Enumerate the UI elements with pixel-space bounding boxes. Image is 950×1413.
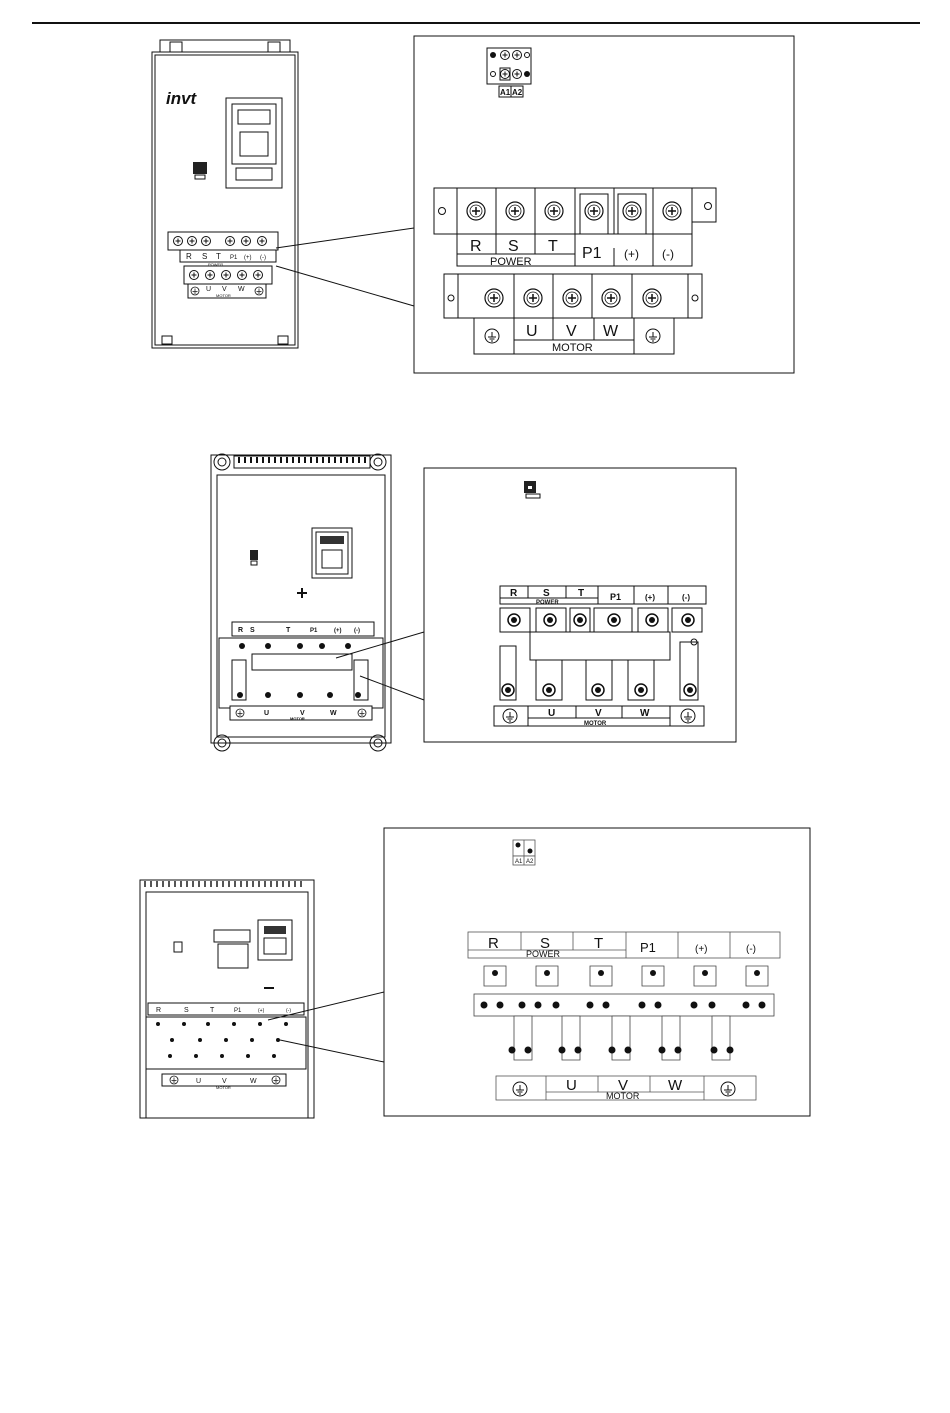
- fig2-power-terminal: R S T P1 (+) (-) POWER: [500, 586, 706, 632]
- fig3-body-u: U: [196, 1078, 201, 1085]
- fig1-motor-terminal: U V W MOTOR: [444, 274, 702, 354]
- fig1-relay-a1: A1: [500, 88, 511, 97]
- fig2-label-plus: (+): [645, 593, 655, 602]
- fig1-body-r: R: [186, 252, 192, 261]
- fig3-drive-body: R S T P1 (+) (-): [140, 880, 314, 1118]
- fig1-relay-a2: A2: [512, 88, 523, 97]
- fig2-body-motor-label: MOTOR: [290, 716, 305, 721]
- fig1-power-terminal: R S T P1 (+) (-) POWER: [434, 188, 716, 268]
- fig3-label-motor: MOTOR: [606, 1091, 640, 1101]
- fig1-body-u: U: [206, 286, 211, 293]
- fig3-body-minus: (-): [286, 1008, 291, 1014]
- fig1-body-p1: P1: [230, 255, 238, 261]
- fig3-motor-terminal: U V W MOTOR: [496, 1016, 756, 1101]
- fig2-label-s: S: [543, 588, 550, 599]
- fig2-label-v: V: [595, 708, 602, 719]
- fig3-label-minus: (-): [746, 944, 756, 955]
- fig2-label-r: R: [510, 588, 518, 599]
- fig3-detail-box: A1 A2 R S T P1 (+) (-): [384, 828, 810, 1116]
- fig1-label-minus: (-): [662, 247, 674, 261]
- fig3-body-v: V: [222, 1078, 227, 1085]
- fig2-label-motor: MOTOR: [584, 721, 607, 727]
- fig2-body-u: U: [264, 710, 269, 717]
- fig3-body-s: S: [184, 1007, 189, 1014]
- fig3-relay-terminal: A1 A2: [513, 840, 535, 865]
- fig3-body-w: W: [250, 1078, 257, 1085]
- fig3-power-terminal: R S T P1 (+) (-) POWER: [468, 932, 780, 1016]
- fig1-label-s: S: [508, 238, 519, 255]
- fig1-body-v: V: [222, 286, 227, 293]
- fig1-label-r: R: [470, 238, 482, 255]
- fig3-label-w: W: [668, 1077, 683, 1094]
- fig2-label-power: POWER: [536, 600, 559, 606]
- fig1-label-power: POWER: [490, 256, 532, 268]
- fig1-relay-terminal: A1 A2: [487, 48, 531, 97]
- fig1-body-motor-label: MOTOR: [216, 293, 231, 298]
- fig2-body-t: T: [286, 627, 291, 634]
- fig3-label-plus: (+): [695, 944, 708, 955]
- fig1-body-t: T: [216, 252, 221, 261]
- fig3-relay-a1: A1: [515, 859, 523, 865]
- fig1-drive-body: invt R S T: [152, 40, 298, 348]
- fig2-label-t: T: [578, 588, 584, 599]
- fig2-motor-terminal: U V W MOTOR: [494, 632, 704, 727]
- figure-2: R S T P1 (+) (-): [211, 454, 736, 751]
- fig3-body-p1: P1: [234, 1008, 242, 1014]
- fig2-label-minus: (-): [682, 593, 690, 602]
- fig2-body-p1: P1: [310, 628, 318, 634]
- fig3-label-u: U: [566, 1077, 577, 1094]
- fig1-body-minus: (-): [260, 255, 266, 261]
- fig3-label-power: POWER: [526, 949, 561, 959]
- fig1-body-s: S: [202, 252, 207, 261]
- fig2-body-s: S: [250, 627, 255, 634]
- fig1-label-t: T: [548, 238, 558, 255]
- fig1-body-plus: (+): [244, 255, 252, 261]
- fig1-body-w: W: [238, 286, 245, 293]
- fig3-relay-a2: A2: [526, 859, 534, 865]
- fig3-body-r: R: [156, 1007, 161, 1014]
- figure-1: invt R S T: [152, 36, 794, 373]
- fig1-label-v: V: [566, 323, 577, 340]
- fig2-label-w: W: [640, 708, 650, 719]
- fig2-body-plus: (+): [334, 628, 342, 634]
- fig3-body-plus: (+): [258, 1008, 265, 1014]
- fig3-label-p1: P1: [640, 940, 656, 955]
- fig1-label-p1: P1: [582, 245, 602, 262]
- fig2-body-w: W: [330, 710, 337, 717]
- fig1-label-w: W: [603, 323, 619, 340]
- fig3-label-t: T: [594, 935, 603, 952]
- fig3-body-t: T: [210, 1007, 215, 1014]
- fig2-label-u: U: [548, 708, 555, 719]
- fig3-label-r: R: [488, 935, 499, 952]
- fig2-body-minus: (-): [354, 628, 360, 634]
- figure-3: R S T P1 (+) (-): [140, 828, 810, 1118]
- fig2-label-p1: P1: [610, 592, 621, 602]
- fig1-label-motor: MOTOR: [552, 342, 593, 354]
- fig2-body-r: R: [238, 627, 243, 634]
- fig1-detail-box: A1 A2: [414, 36, 794, 373]
- brand-logo: invt: [166, 89, 198, 108]
- fig1-label-u: U: [526, 323, 538, 340]
- fig2-drive-body: R S T P1 (+) (-): [211, 454, 391, 751]
- fig1-label-plus: (+): [624, 247, 639, 261]
- fig3-body-motor-label: MOTOR: [216, 1085, 231, 1090]
- fig2-detail-box: R S T P1 (+) (-) POWER: [424, 468, 736, 742]
